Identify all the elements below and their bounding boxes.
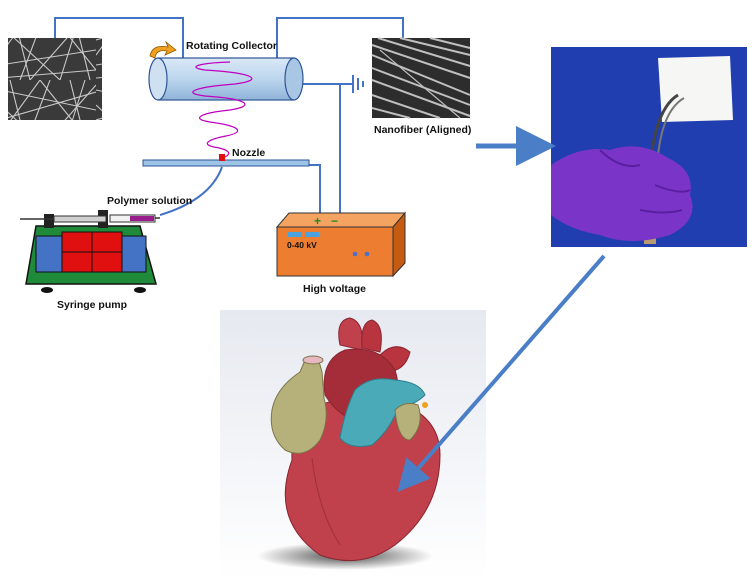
- sem-aligned-fibers-image: [371, 37, 471, 119]
- gloved-hand-photo: [551, 47, 747, 247]
- nozzle: [142, 154, 310, 167]
- ground-symbol-icon: [340, 75, 364, 93]
- rotation-arrow-icon: [149, 40, 177, 59]
- hv-positive-terminal: +: [314, 214, 321, 228]
- arrow-to-heart: [397, 254, 606, 493]
- high-voltage-label: High voltage: [303, 283, 367, 295]
- nanofiber-label: Nanofiber (Aligned): [374, 124, 472, 136]
- polymer-solution-label: Polymer solution: [107, 195, 193, 207]
- fiber-jet-spiral: [192, 61, 253, 159]
- syringe-pump-label: Syringe pump: [57, 299, 128, 311]
- hv-negative-terminal: −: [331, 214, 338, 228]
- rotating-collector-label: Rotating Collector: [186, 40, 277, 52]
- voltage-range-label: 0-40 kV: [287, 240, 317, 250]
- high-voltage-source: [275, 211, 407, 278]
- syringe-pump: [20, 210, 160, 293]
- rotating-collector: [148, 57, 304, 101]
- nozzle-label: Nozzle: [232, 147, 266, 159]
- sem-random-fibers-image: [8, 38, 102, 120]
- heart-3d-model: [220, 310, 486, 580]
